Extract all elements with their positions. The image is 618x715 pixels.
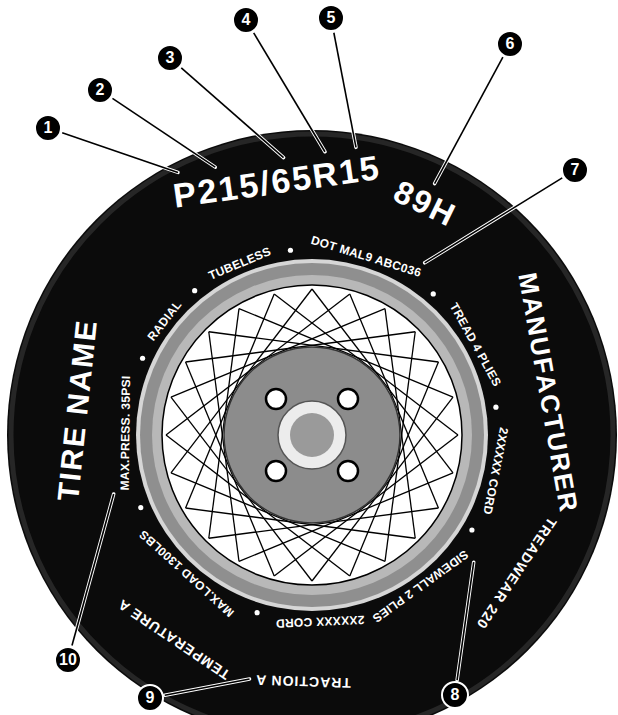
- sidewall-marking: MAX.PRESS. 35PSI: [119, 375, 134, 490]
- leader-line: [457, 562, 474, 680]
- sidewall-marking: SIDEWALL 2 PLIES: [370, 547, 471, 624]
- spoke-pattern: [166, 289, 458, 581]
- leader-halo: [62, 133, 178, 173]
- rim-flange: [140, 263, 484, 607]
- manufacturer-name: MANUFACTURER: [513, 271, 583, 516]
- sidewall-marking: TREAD 4 PLIES: [446, 301, 503, 389]
- tread-edge: [11, 134, 613, 715]
- leader-halo: [334, 33, 356, 148]
- bullet-dot: [138, 505, 143, 510]
- callout-number: 6: [496, 30, 524, 58]
- leader-halo: [72, 494, 114, 645]
- callout-number: 10: [54, 646, 82, 674]
- bullet-dot: [288, 248, 293, 253]
- sidewall-marking: RADIAL: [145, 299, 184, 344]
- size-code: P215/65R15: [170, 149, 382, 215]
- wheel-face: [162, 285, 462, 585]
- leader-line: [62, 133, 178, 173]
- callout-number: 2: [86, 76, 114, 104]
- bullet-dot: [431, 291, 436, 296]
- bullet-dot: [469, 527, 474, 532]
- lug-hole: [266, 461, 286, 481]
- lug-hole: [266, 389, 286, 409]
- leader-halo: [435, 57, 503, 184]
- lug-hole: [338, 389, 358, 409]
- bullet-dot: [192, 288, 197, 293]
- leader-line: [334, 33, 356, 148]
- utqg-rating: TRACTION A: [255, 671, 351, 690]
- bullet-dot: [493, 405, 498, 410]
- leader-halo: [181, 68, 283, 158]
- leader-halo: [112, 98, 215, 167]
- leader-line: [435, 57, 503, 184]
- leader-halo: [165, 679, 250, 695]
- leader-line: [72, 494, 114, 645]
- leader-line: [165, 679, 250, 695]
- bead-ring: [136, 259, 488, 611]
- sidewall-marking: 2XXXXX CORD: [275, 612, 364, 629]
- utqg-rating: TREADWEAR 220: [473, 514, 559, 631]
- callout-number: 9: [136, 684, 164, 712]
- bullet-dot: [254, 610, 259, 615]
- bullet-dot: [140, 356, 145, 361]
- tire-body: [7, 130, 617, 715]
- tire-name: TIRE NAME: [51, 318, 103, 503]
- sidewall-marking: DOT MAL9 ABC036: [310, 234, 424, 280]
- callout-number: 1: [34, 114, 62, 142]
- callout-number: 4: [232, 6, 260, 34]
- leader-line: [181, 68, 283, 158]
- leader-line: [112, 98, 215, 167]
- sidewall-marking: 2XXXXX CORD: [480, 426, 510, 516]
- center-cap: [278, 401, 346, 469]
- callout-number: 8: [441, 681, 469, 709]
- callout-number: 3: [156, 44, 184, 72]
- callout-number: 5: [317, 4, 345, 32]
- leader-line: [254, 33, 325, 152]
- sidewall-marking: MAX.LOAD 1300LBS: [137, 527, 237, 619]
- sidewall-marking: TUBELESS: [206, 245, 272, 283]
- center-bore: [290, 413, 334, 457]
- hub: [224, 347, 400, 523]
- lug-hole: [338, 461, 358, 481]
- callout-number: 7: [561, 156, 589, 184]
- service-code: 89H: [388, 174, 462, 234]
- leader-halo: [254, 33, 325, 152]
- rim-band: [152, 275, 472, 595]
- leader-halo: [457, 562, 474, 680]
